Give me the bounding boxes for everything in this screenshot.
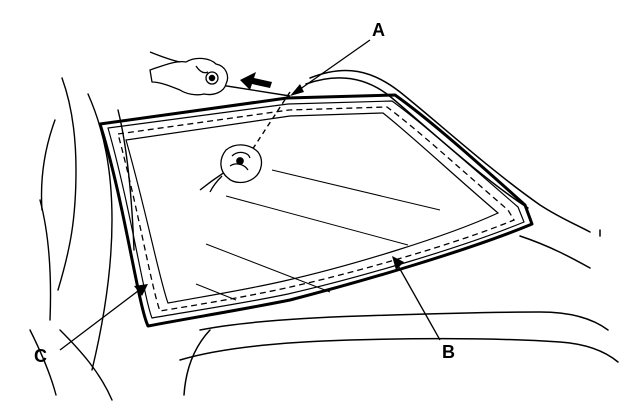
- callout-a-label: A: [372, 20, 385, 40]
- pull-direction-arrow-icon: [240, 72, 272, 90]
- cutting-wire-dashed: [251, 91, 291, 151]
- wire-handle-inside-icon: [209, 144, 263, 193]
- callout-c-arrowhead: [134, 284, 148, 296]
- callout-leaders: [59, 39, 441, 351]
- callout-b-leader: [395, 261, 441, 341]
- car-body-right: [179, 69, 619, 396]
- callout-c-leader: [59, 287, 143, 351]
- callout-b-label: B: [442, 342, 455, 362]
- callout-a-arrowhead: [290, 84, 304, 96]
- glass-reflections: [195, 169, 441, 301]
- callout-arrowheads: [134, 84, 404, 296]
- cutting-wire-outside: [213, 83, 291, 97]
- callout-a-leader: [295, 39, 371, 93]
- callout-b-arrowhead: [392, 256, 404, 270]
- callout-c-label: C: [34, 346, 47, 366]
- glass-inner-edge: [125, 112, 500, 304]
- adhesive-bead-line: [117, 106, 515, 312]
- hand-outside-icon: [149, 51, 229, 96]
